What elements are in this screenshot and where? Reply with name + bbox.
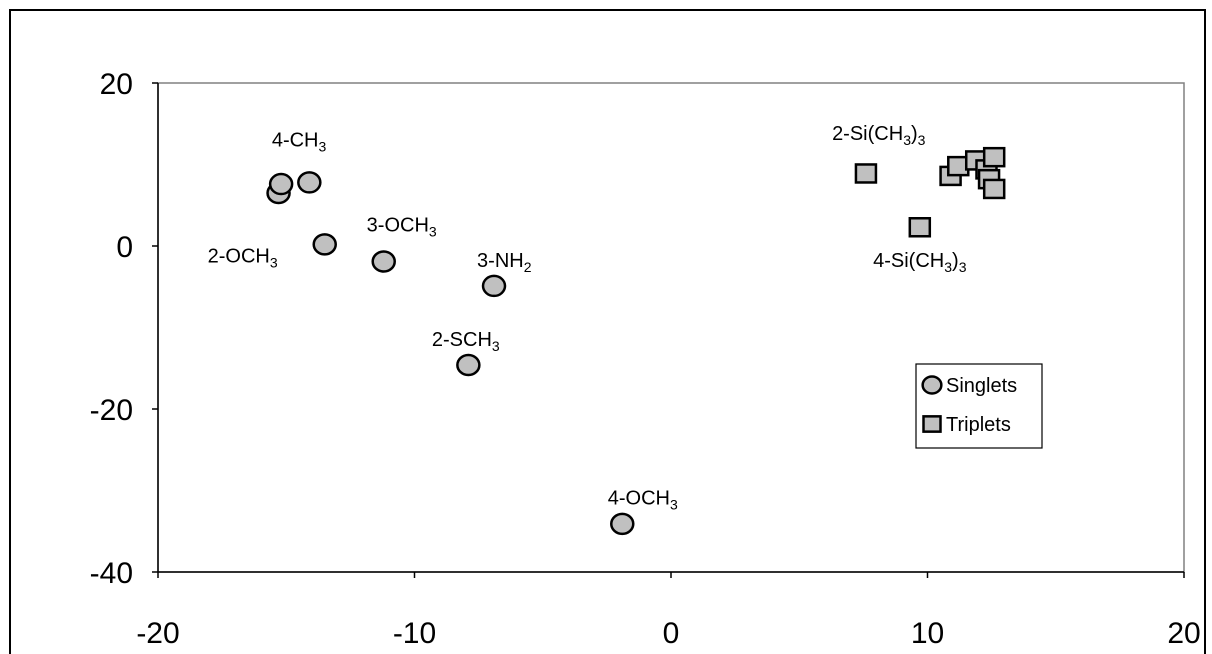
triplet-point [908,217,932,238]
singlet-point [268,172,294,196]
singlet-point [312,233,337,256]
legend-square-marker [922,415,942,433]
point-label: 4-OCH3 [608,487,678,512]
singlet-point [297,171,322,194]
point-label: 3-NH2 [477,250,532,275]
y-tick-label: -20 [90,394,133,427]
point-label: 2-Si(CH3)3 [832,123,926,148]
point-annotations: 4-CH3 2-OCH3 3-OCH3 3-NH2 2-SCH3 4-OCH3 2-Si(C… [208,123,967,512]
singlet-point [481,274,507,298]
legend-label: Singlets [946,375,1017,397]
legend-circle-marker [921,375,943,395]
singlet-point [456,353,481,377]
singlet-point [610,512,635,536]
data-markers [266,146,1006,536]
point-label: 2-SCH3 [432,329,500,354]
x-tick-label: -10 [393,617,436,645]
legend-label: Triplets [946,414,1011,436]
triplet-point [982,146,1006,168]
y-tick-label: 0 [116,231,133,264]
point-label: 2-OCH3 [208,245,278,270]
point-label: 4-Si(CH3)3 [873,250,967,275]
y-tick-label: 20 [100,68,133,101]
x-tick-label: 10 [911,617,944,645]
point-label: 4-CH3 [272,130,327,155]
point-label: 3-OCH3 [367,214,437,239]
singlet-point [371,250,396,273]
x-tick-label: 0 [663,617,680,645]
x-tick-label: 20 [1167,617,1200,645]
chart-frame [9,9,1206,654]
triplet-point [854,163,878,184]
y-tick-label: -40 [90,557,133,590]
triplet-point [982,178,1006,200]
x-tick-label: -20 [136,617,179,645]
